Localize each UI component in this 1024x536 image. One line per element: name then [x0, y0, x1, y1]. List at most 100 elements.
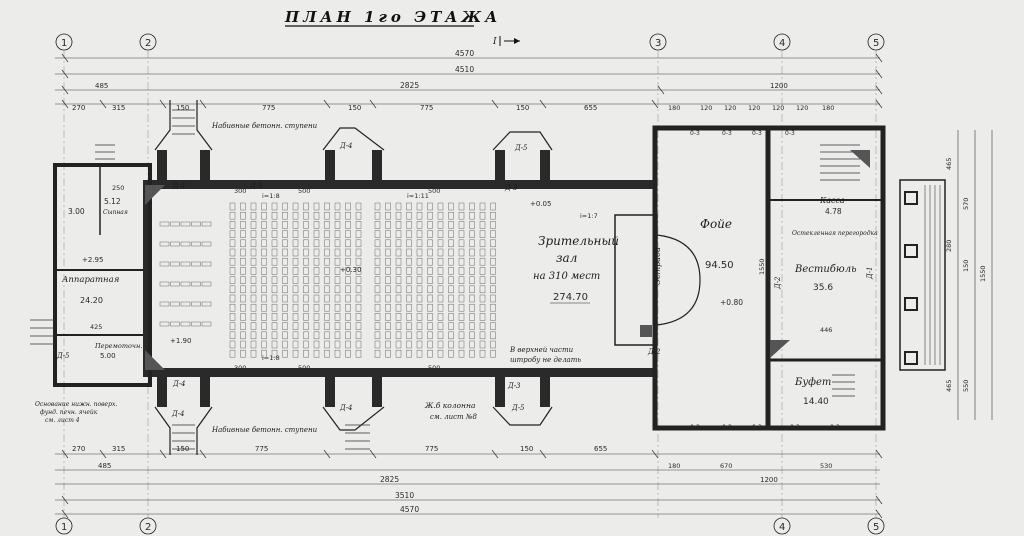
seat-row-segment — [345, 276, 351, 284]
seat-row-segment — [427, 294, 433, 303]
seat-row-segment — [458, 230, 465, 238]
bottom-dimension-chains: 270 315 150 775 775 150 655 485 180 670 … — [55, 445, 883, 519]
kassa-name: Касса — [819, 196, 845, 205]
seat-row-segment — [427, 257, 433, 266]
seat-row-segment — [395, 202, 402, 211]
seat-row-segment — [437, 294, 444, 303]
seat-row-segment — [240, 303, 246, 312]
seat-row-segment — [229, 303, 236, 312]
seat-row-segment — [416, 239, 423, 248]
seat-row-segment — [469, 322, 475, 330]
seat-row-segment — [229, 313, 236, 321]
seat-row-segment — [395, 267, 402, 275]
seat-row-segment — [271, 340, 278, 349]
seat-row-segment — [180, 241, 191, 247]
seat-row-segment — [395, 211, 402, 220]
seat-row-segment — [292, 285, 299, 294]
seat-row-segment — [271, 322, 278, 330]
seat-row-segment — [406, 294, 412, 303]
seat-row-segment — [170, 221, 180, 227]
seat-row-segment — [159, 321, 170, 327]
dim-bot-l3: 2825 — [380, 475, 399, 484]
door-and-level-marks: Д-4 Д-4 Д-4 Д-3 Д-5 Д-4 Д-4 Д-4 Д-3 Д-5 … — [56, 142, 874, 418]
seat-row-segment — [395, 276, 402, 284]
seat-row-segment — [261, 322, 267, 330]
seat-row-segment — [448, 322, 454, 330]
seat-row-segment — [355, 202, 362, 211]
mark-d3-a: Д-3 — [504, 184, 518, 192]
seat-row-segment — [448, 211, 454, 220]
seat-row-segment — [261, 257, 267, 266]
note-column-1: Ж.б колонна — [424, 401, 475, 410]
seat-row-segment — [448, 331, 454, 340]
seat-row-segment — [240, 349, 246, 358]
seat-row-segment — [437, 340, 444, 349]
seat-row-segment — [479, 285, 486, 294]
seat-row-segment — [374, 202, 381, 211]
seat-row-segment — [458, 202, 465, 211]
seat-row-segment — [334, 322, 341, 330]
dim-top-seg-c: 150 — [176, 104, 189, 112]
seat-row-segment — [271, 313, 278, 321]
dim-top-l3: 2825 — [400, 81, 419, 90]
seat-row-segment — [240, 322, 246, 330]
axis-label-4-bottom: 4 — [779, 522, 785, 533]
dim-top-485: 485 — [95, 82, 108, 90]
inner-w300-a: 300 — [234, 187, 246, 195]
seat-row-segment — [271, 202, 278, 211]
seat-row-segment — [240, 267, 246, 275]
seat-row-segment — [385, 211, 391, 220]
seat-row-segment — [324, 221, 330, 229]
seat-row-segment — [490, 202, 496, 211]
seat-row-segment — [406, 267, 412, 275]
dim-top-seg-d: 775 — [262, 104, 275, 112]
seat-row-segment — [448, 303, 454, 312]
seat-row-segment — [490, 331, 496, 340]
seat-row-segment — [250, 331, 257, 340]
seat-row-segment — [303, 230, 309, 238]
seat-row-segment — [416, 313, 423, 321]
seat-row-segment — [385, 285, 391, 294]
seat-row-segment — [416, 349, 423, 358]
seat-row-segment — [416, 211, 423, 220]
seat-row-segment — [313, 239, 320, 248]
dim-top-r6: 120 — [796, 104, 808, 112]
mark-d1: Д-1 — [866, 266, 874, 280]
mark-d5-b: Д-5 — [511, 404, 525, 412]
seat-row-segment — [416, 340, 423, 349]
seat-row-segment — [303, 294, 309, 303]
seat-row-segment — [448, 230, 454, 238]
seat-row-segment — [240, 340, 246, 349]
seat-row-segment — [395, 221, 402, 229]
seat-row-segment — [395, 322, 402, 330]
hall-seats: на 310 мест — [533, 271, 600, 282]
seat-row-segment — [170, 321, 180, 327]
seat-row-segment — [313, 285, 320, 294]
seat-row-segment — [250, 202, 257, 211]
seat-row-segment — [201, 261, 212, 267]
seat-row-segment — [490, 285, 496, 294]
mark-d2-a: Д-2 — [647, 348, 661, 356]
peremotochn-name: Перемоточн. — [94, 342, 142, 350]
seat-row-segment — [250, 248, 257, 257]
seat-row-segment — [479, 267, 486, 275]
note-left-1: Основание нижн. поверх. — [35, 401, 117, 408]
seat-row-segment — [490, 221, 496, 229]
seat-row-segment — [355, 322, 362, 330]
mark-d4-e: Д-4 — [171, 410, 185, 418]
note-steps-top: Набивные бетонн. ступени — [211, 122, 318, 130]
level-foyer: +0.80 — [720, 298, 743, 307]
seat-row-segment — [271, 303, 278, 312]
seat-row-segment — [303, 257, 309, 266]
seat-row-segment — [271, 248, 278, 257]
seat-row-segment — [324, 313, 330, 321]
small-room-b-area: 3.00 — [68, 207, 85, 216]
hall-name-line1: Зрительный — [538, 234, 619, 248]
axis-label-5-top: 5 — [873, 38, 879, 49]
dim-top-seg-f: 775 — [420, 104, 433, 112]
seat-row-segment — [458, 221, 465, 229]
seat-row-segment — [282, 285, 288, 294]
seat-row-segment — [191, 261, 201, 267]
seat-row-segment — [292, 294, 299, 303]
